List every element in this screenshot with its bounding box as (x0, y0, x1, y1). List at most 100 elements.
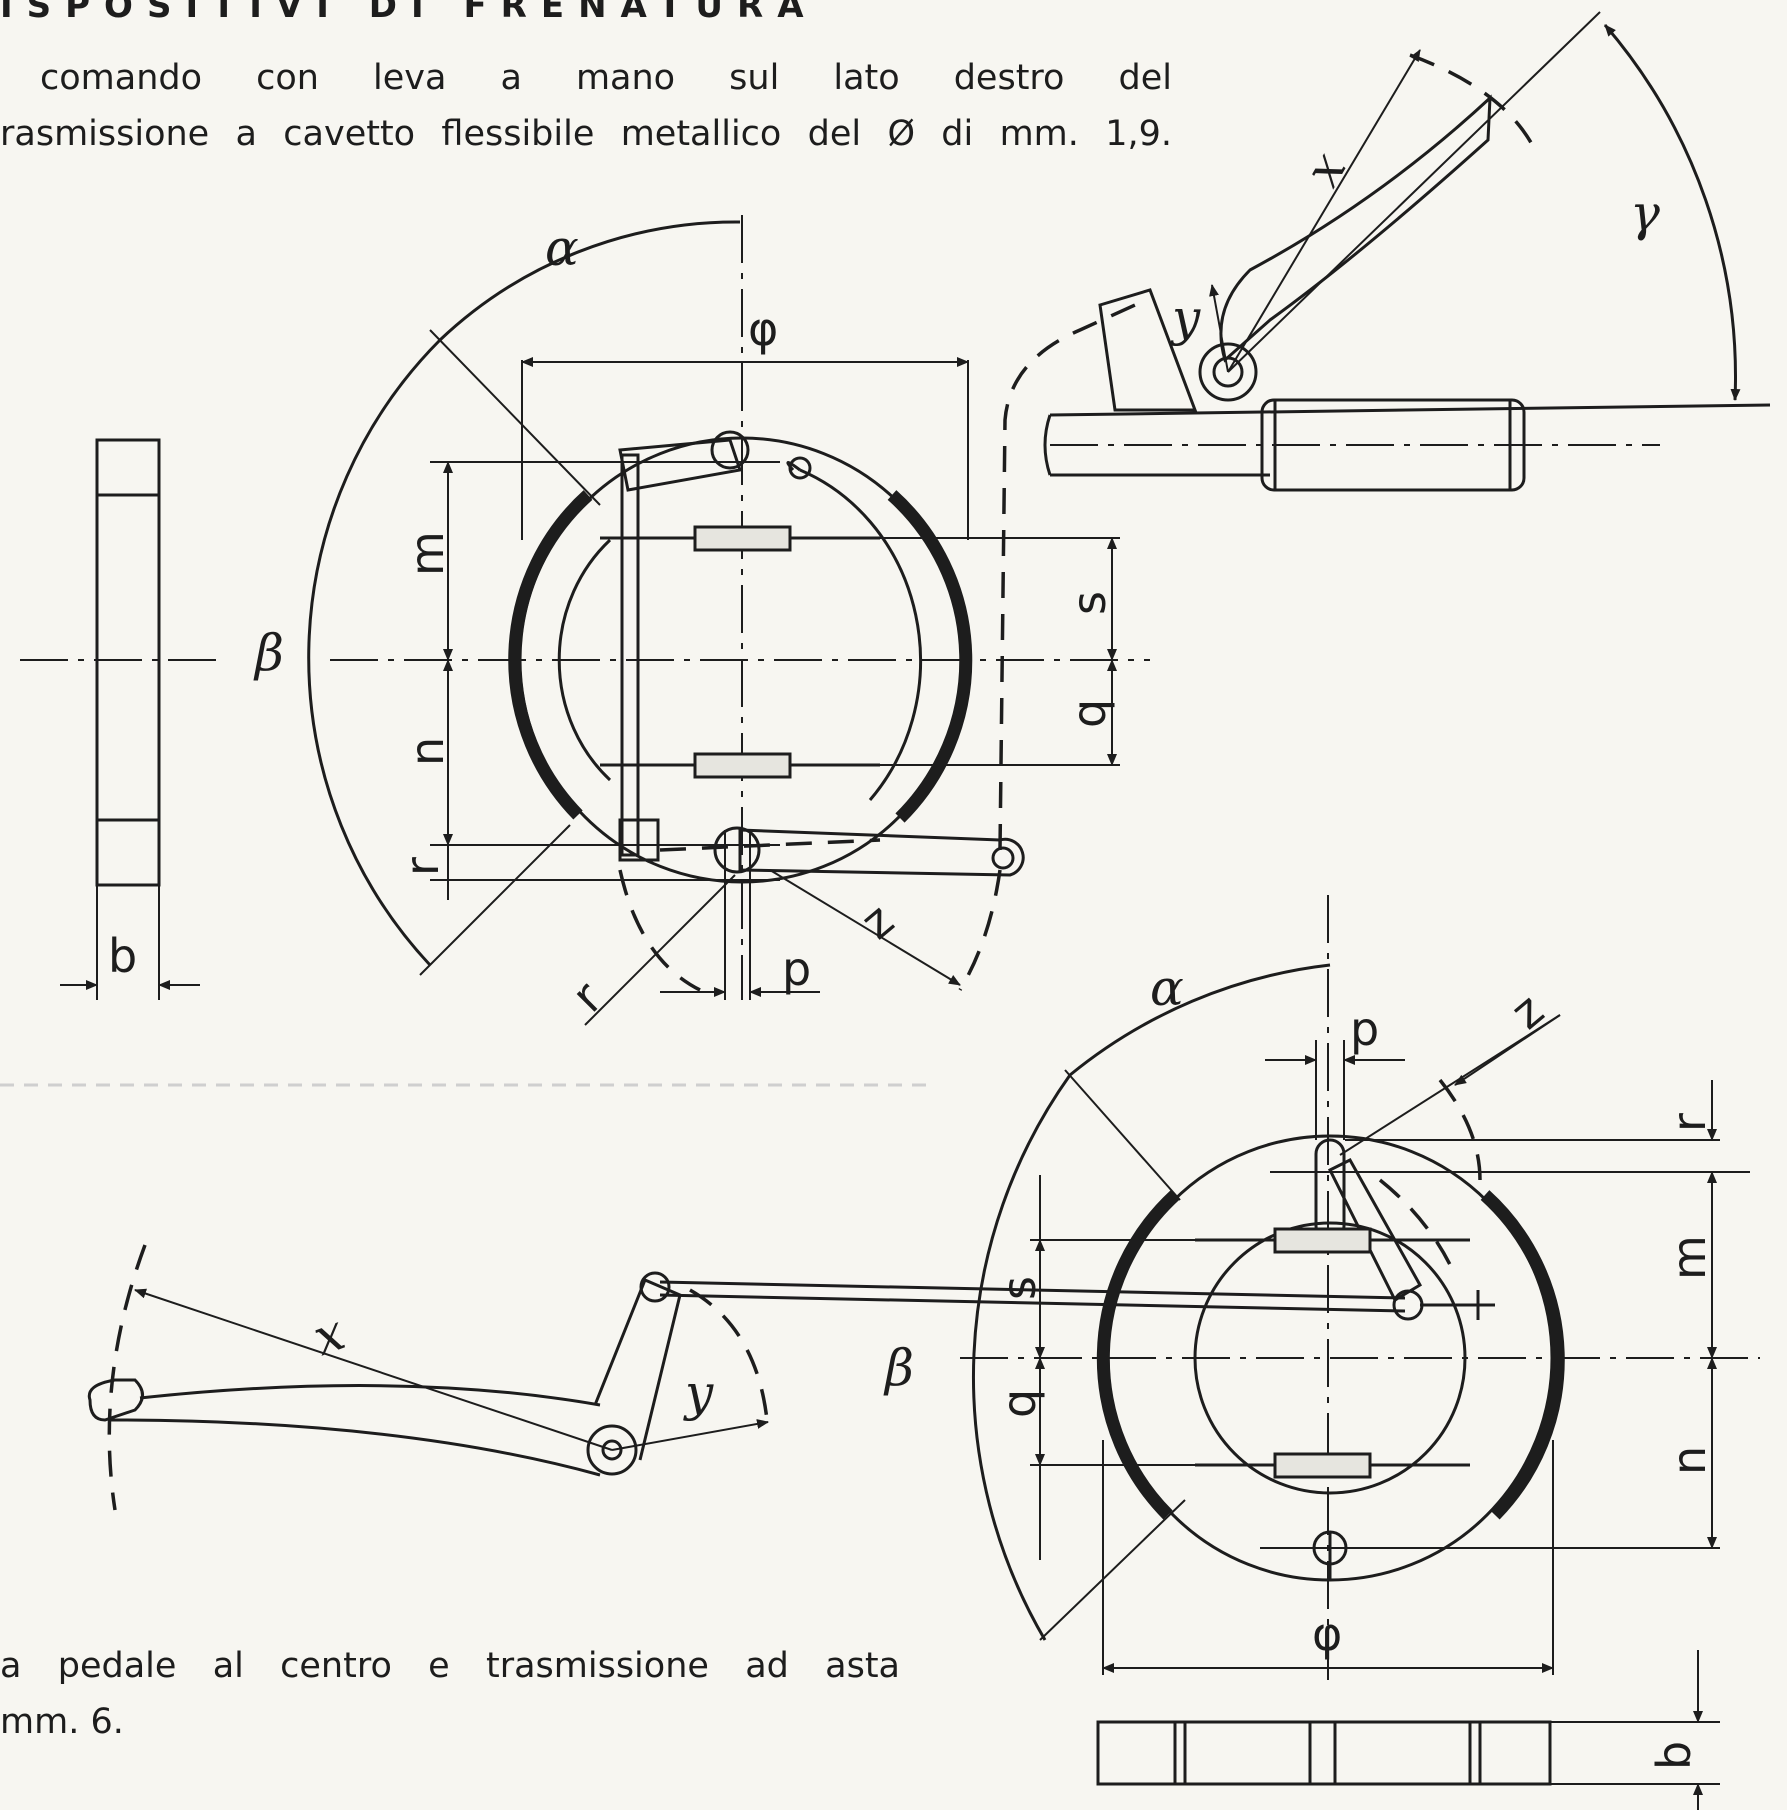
paragraph-top-line2: rasmissione a cavetto flessibile metalli… (0, 114, 1172, 154)
lever-blade (1219, 94, 1492, 363)
label-y-top: y (1170, 289, 1201, 347)
pedal-arm-bottom (109, 1418, 601, 1477)
cam-lever (1327, 1158, 1423, 1303)
spring-bottom (1273, 1452, 1372, 1479)
label-z-bottom: z (1501, 983, 1554, 1040)
shoe-inner-right (799, 468, 923, 801)
pedal-pad (87, 1378, 144, 1422)
push-rod-bottom (659, 1293, 1406, 1313)
spring-bottom (693, 752, 792, 779)
dimension-y (1209, 284, 1229, 373)
label-z: z (851, 893, 904, 950)
label-x-bottom: x (306, 1303, 352, 1367)
label-b-bottom: b (1647, 1741, 1701, 1770)
hidden-arc (958, 869, 1002, 991)
spring-top (1273, 1227, 1372, 1254)
lever-pivot (1212, 356, 1244, 388)
lever-arc (1378, 1178, 1457, 1276)
label-p-bottom: p (1350, 1002, 1379, 1056)
pivot (713, 826, 761, 874)
label-alpha-bottom: α (1150, 959, 1184, 1017)
cam-bottom (618, 818, 660, 862)
brake-assembly-top: α β φ (253, 215, 1150, 1026)
lever-pin (1392, 1289, 1424, 1321)
angle-line (419, 824, 571, 976)
pedal-arc (107, 1244, 147, 1511)
pedal-arm-top (139, 1384, 601, 1407)
shoe-inner (1193, 1221, 1467, 1495)
brake-assembly-bottom: α β s q (883, 895, 1760, 1680)
label-gamma: γ (1630, 184, 1660, 242)
shoe-side-view-top: b (20, 438, 220, 1000)
angle-line (1227, 11, 1601, 373)
dimension-x (1227, 49, 1421, 373)
label-b: b (108, 929, 137, 983)
paragraph-top-line1: comando con leva a mano sul lato destro … (40, 58, 1172, 98)
shoe-side-view-bottom: b (1096, 1650, 1720, 1810)
dimension-z-arrow (1454, 1014, 1561, 1086)
label-beta-bottom: β (883, 1339, 914, 1397)
cam-lever-top (618, 438, 742, 492)
brake-lining-left (1096, 1190, 1180, 1520)
dimension-x (134, 1288, 613, 1451)
label-m: m (400, 531, 454, 576)
push-rod-top (659, 1280, 1406, 1300)
foot-pedal-assembly: x y (87, 1244, 1406, 1511)
crank-pin (639, 1271, 671, 1303)
lever-pivot-outer (1198, 342, 1258, 402)
angle-line (1064, 1069, 1181, 1201)
handlebar-end (1043, 414, 1052, 476)
pivot (710, 430, 750, 470)
shoe-pin (788, 456, 812, 480)
hidden-line (659, 838, 881, 852)
beta-arc (971, 1074, 1072, 1641)
alpha-arc (1069, 963, 1331, 1077)
label-alpha: α (545, 219, 579, 277)
cam-rod (620, 453, 640, 857)
label-x-top: x (1293, 142, 1357, 195)
label-s: s (1062, 591, 1116, 615)
paragraph-top: comando con leva a mano sul lato destro … (0, 50, 1172, 162)
section-heading: ISPOSITIVI DI FRENATURA (0, 0, 818, 26)
label-phi: φ (748, 302, 778, 356)
label-r: r (395, 857, 449, 876)
label-n: n (400, 737, 454, 766)
angle-line (1039, 1499, 1186, 1641)
brake-lever-arm (738, 828, 1025, 877)
gamma-arc (1603, 24, 1741, 401)
hand-lever-assembly: x y γ (1043, 11, 1771, 492)
label-m-bottom: m (1662, 1235, 1716, 1280)
spring-top (693, 525, 792, 552)
paragraph-bottom: a pedale al centro e trasmissione ad ast… (0, 1638, 900, 1750)
beta-arc (307, 338, 442, 967)
label-p: p (782, 942, 811, 996)
brake-lining-right (887, 490, 973, 823)
brake-lining-right (1480, 1190, 1565, 1520)
label-n-bottom: n (1662, 1446, 1716, 1475)
alpha-arc (438, 220, 741, 342)
paragraph-bottom-line2: mm. 6. (0, 1702, 124, 1742)
brake-lining-left (508, 490, 593, 820)
crank-arc (689, 1288, 770, 1431)
label-beta: β (253, 624, 284, 682)
dimension-r-diag (584, 874, 736, 1026)
hidden-arc (618, 869, 701, 992)
shoe-side-outline (1096, 1720, 1552, 1786)
angle-line (429, 329, 601, 506)
dimension-z (769, 869, 961, 986)
pedal-crank (593, 1278, 682, 1461)
pedal-pivot-inner (601, 1439, 623, 1461)
label-s-bottom: s (992, 1276, 1046, 1300)
label-q-bottom: q (992, 1389, 1046, 1418)
lever-arc (1409, 53, 1537, 151)
dimension-y (611, 1419, 769, 1451)
lever-clamp (1098, 288, 1198, 412)
shoe-side-outline (95, 438, 161, 887)
label-q: q (1062, 699, 1116, 728)
label-r-bottom: r (1662, 1113, 1716, 1132)
label-y-bottom: y (683, 1364, 714, 1422)
pedal-pivot (586, 1424, 638, 1476)
label-phi-bottom: φ (1312, 1607, 1342, 1661)
handlebar-top (1049, 403, 1771, 417)
